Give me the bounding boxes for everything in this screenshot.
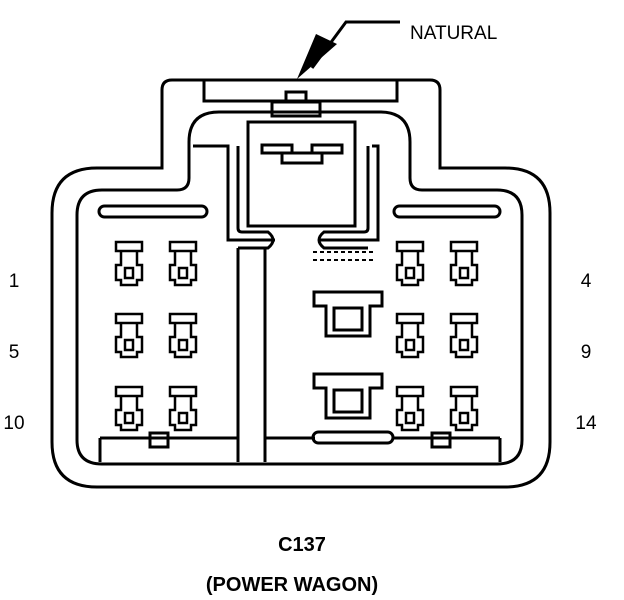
pin-label-14: 14 (575, 413, 597, 434)
terminal-cavities (114, 240, 479, 432)
pin-label-4: 4 (580, 271, 592, 292)
pin-label-10: 10 (3, 413, 25, 434)
connector-description: (POWER WAGON) (205, 574, 379, 596)
callout-label: NATURAL (410, 23, 498, 44)
pin-label-9: 9 (580, 342, 592, 363)
natural-callout-arrow (297, 20, 400, 79)
center-latches (312, 290, 384, 420)
pin-label-1: 1 (8, 271, 20, 292)
connector-housing (50, 78, 552, 489)
pin-label-5: 5 (8, 342, 20, 363)
connector-id: C137 (278, 534, 326, 556)
